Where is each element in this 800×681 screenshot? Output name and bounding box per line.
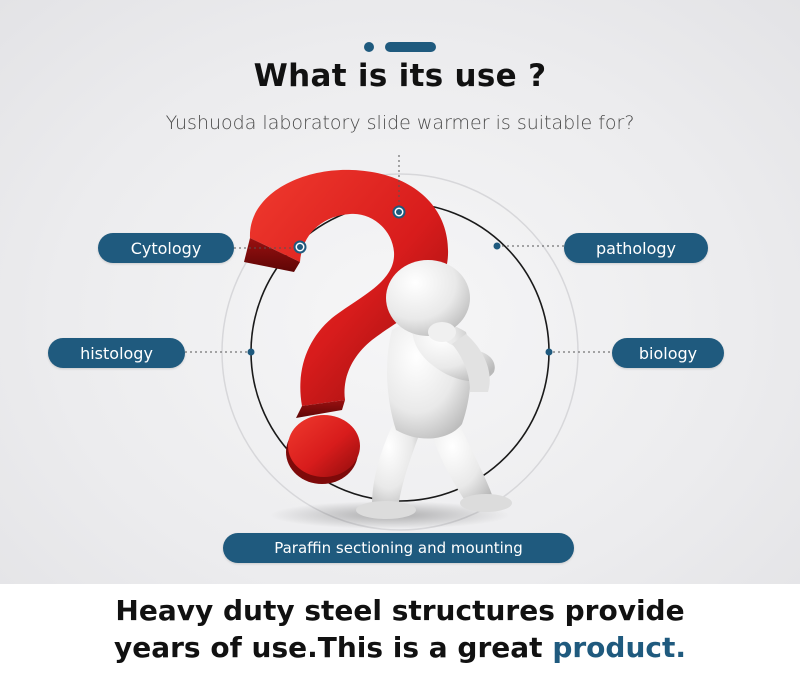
- use-label-histology: histology: [48, 338, 185, 368]
- question-mark-icon: [244, 169, 449, 484]
- page-subtitle: Yushuoda laboratory slide warmer is suit…: [165, 112, 635, 134]
- footer-line-1: Heavy duty steel structures provide: [115, 594, 685, 627]
- use-label-cytology: Cytology: [98, 233, 234, 263]
- use-label-pathology: pathology: [564, 233, 708, 263]
- footer-line-2: years of use.This is a great product.: [0, 631, 800, 664]
- decor-bar: [385, 42, 436, 52]
- footer-line-2-prefix: years of use.This is a great: [113, 631, 553, 664]
- page-title: What is its use ?: [253, 58, 547, 94]
- connectors: [185, 155, 612, 353]
- illustration: [185, 155, 612, 531]
- footer-banner: Heavy duty steel structures provide year…: [0, 584, 800, 681]
- thinking-figure-icon: [356, 260, 512, 519]
- decor-dot: [364, 42, 374, 52]
- use-label-biology: biology: [612, 338, 724, 368]
- hero-panel: What is its use ? Yushuoda laboratory sl…: [0, 0, 800, 584]
- connector-dots: [247, 205, 553, 356]
- footer-line-2-accent: product.: [552, 631, 686, 664]
- use-label-paraffin: Paraffin sectioning and mounting: [223, 533, 574, 563]
